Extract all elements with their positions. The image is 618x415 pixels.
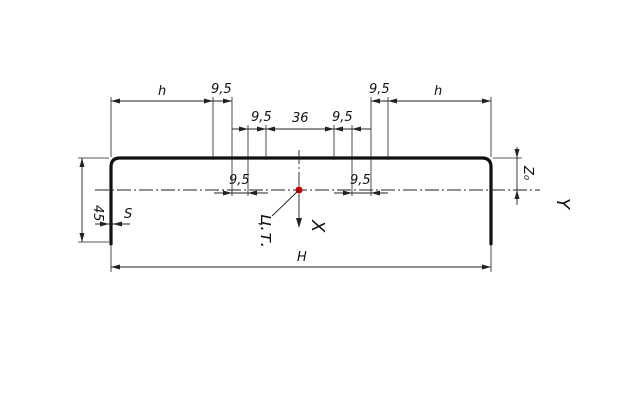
dim-width-arrow-b [482,264,491,270]
label-thickness: S [124,207,132,222]
label-centroid: ц.т. [256,214,277,248]
dim-lower-left-arrow-b [248,190,257,196]
dim-lower-right-arrow-b [371,190,380,196]
dim-gap-r-arrow-b [352,126,361,132]
x-axis-arrow [296,218,302,228]
label-width: H [297,250,307,265]
dim-h-left-arrow-b [204,98,213,104]
dim-36-arrow-a [266,126,275,132]
label-z0: Z₀ [520,165,535,181]
channel-profile [109,156,493,246]
label-h-right: h [434,84,442,99]
label-gap-right-outer: 9,5 [369,82,390,97]
label-height: 45 [90,205,105,222]
label-center-dim: 36 [292,111,309,126]
label-gap-right-inner: 9,5 [332,110,353,125]
label-lower-right: 9,5 [350,173,371,188]
dim-h-left-arrow-a [111,98,120,104]
dim-z0-arrow-b [514,190,520,199]
dim-lower-left-arrow-a [223,190,232,196]
dim-gap-left-arrow-b [223,98,232,104]
dim-gap-l-arrow-a [239,126,248,132]
label-x-axis: X [307,219,328,233]
dim-lower-right-arrow-a [343,190,352,196]
label-h-left: h [158,84,166,99]
dim-h-right-arrow-b [388,98,397,104]
dim-width-arrow-a [111,264,120,270]
dim-height-arrow-a [79,158,85,167]
centroid-leader [271,189,300,217]
label-lower-left: 9,5 [229,173,250,188]
dim-thickness-arrow-b [113,221,122,227]
dim-h-right-arrow-a [482,98,491,104]
dim-gap-l-arrow-b [257,126,266,132]
dim-36-arrow-b [325,126,334,132]
dim-z0-arrow-a [514,149,520,158]
label-y-axis: Y [552,198,573,211]
dim-gap-r-arrow-a [334,126,343,132]
label-gap-left-inner: 9,5 [251,110,272,125]
dim-height-arrow-b [79,233,85,242]
label-gap-left-outer: 9,5 [211,82,232,97]
dim-thickness-arrow-a [100,221,109,227]
dim-gap-right-arrow-a [371,98,380,104]
